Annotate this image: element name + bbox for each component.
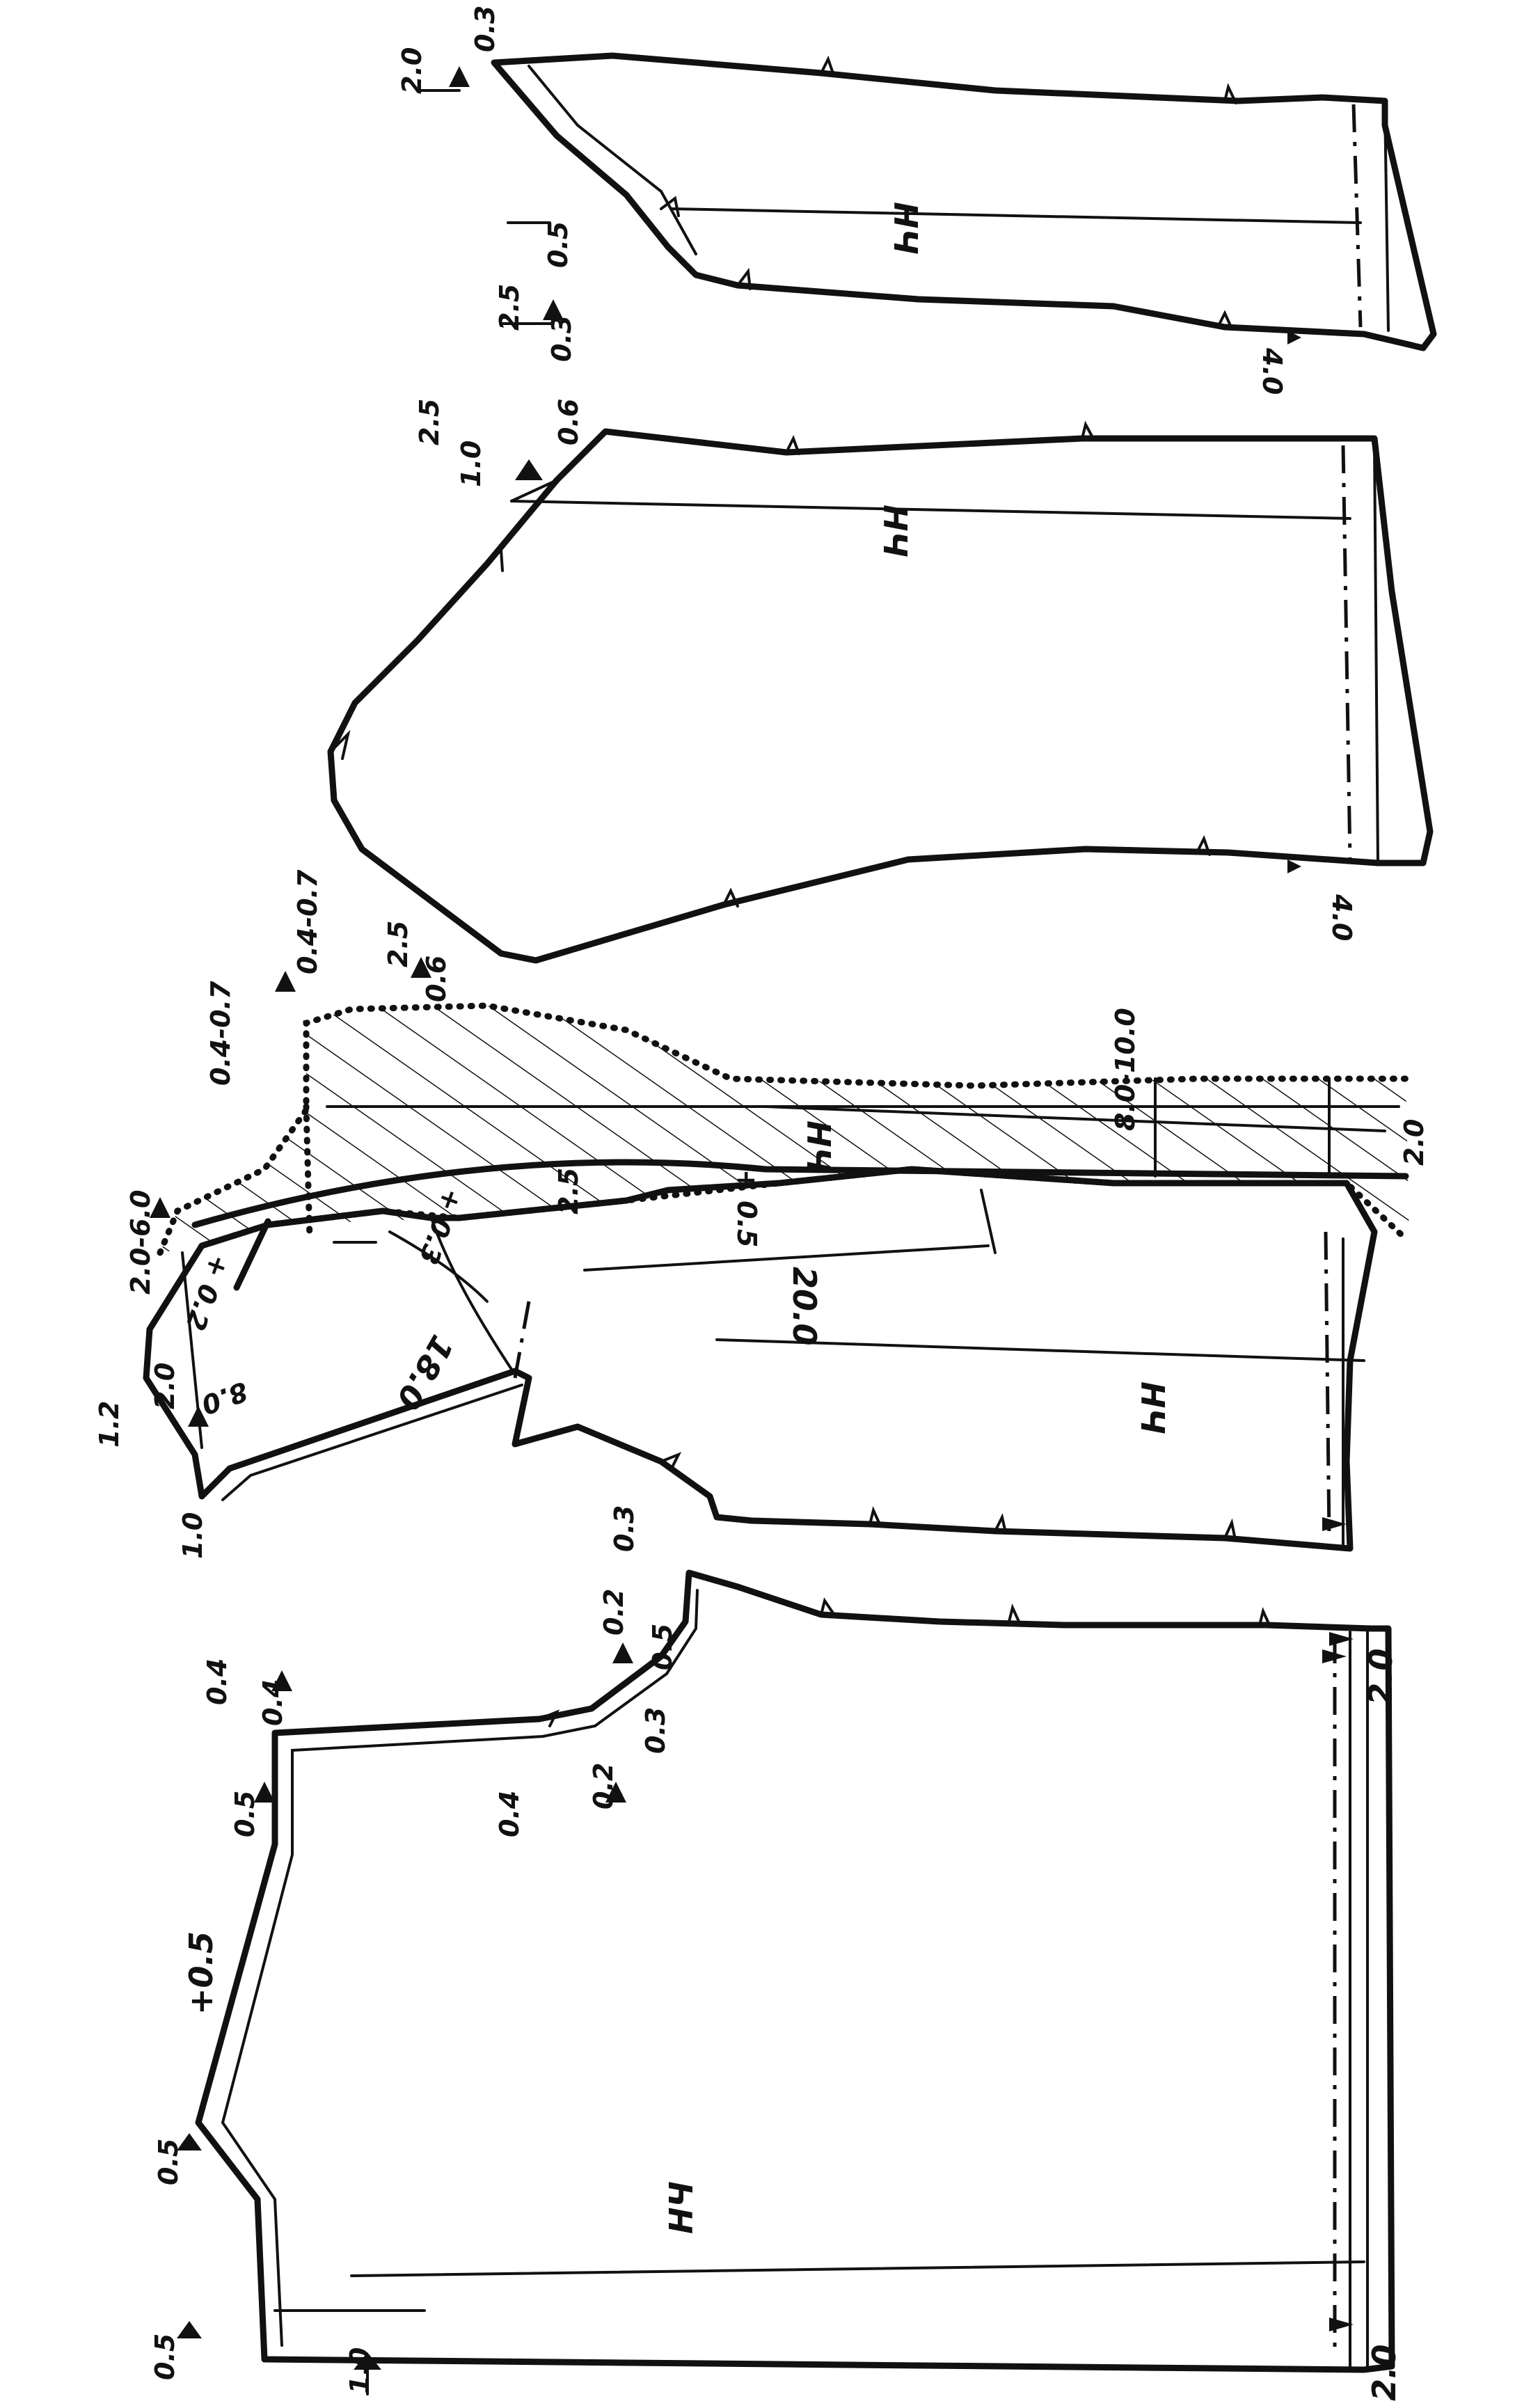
under-sleeve-piece [416,52,1437,351]
label-front-dim-20: 20.0 [786,1267,823,1346]
arrow-icon [1287,860,1301,873]
arrow-icon [605,1782,626,1803]
label-facing-width: 8.0-10.0 [1110,1008,1141,1131]
arrow-icon [188,1406,209,1427]
label-front-shoulder-a: 0.4 [202,1658,232,1705]
label-front-dim-18: 18.0 [389,1329,461,1416]
arrow-icon [543,299,564,320]
label-under-sleeve-b: 0.3 [470,6,500,52]
label-front-lapel-a: 1.2 [94,1401,125,1448]
arrow-icon [354,2352,381,2370]
label-back-armhole-a: 0.5 [230,1791,260,1837]
arrow-icon [1329,2318,1354,2331]
arrow-icon [515,459,543,480]
label-under-sleeve-a: 2.0 [397,47,427,94]
facing-piece [150,971,1409,1256]
arrow-icon [1322,1517,1347,1531]
back-piece [177,1569,1395,2395]
label-top-sleeve-a: 2.5 [414,399,445,445]
label-facing-top-a: 0.4-0.7 [205,981,236,1086]
label-under-sleeve-d: 2.5 [494,284,525,331]
label-under-sleeve-hem: 4.0 [1257,347,1287,395]
arrow-icon [275,971,296,992]
arrow-icon [1287,331,1301,344]
label-front-grain: НЧ [1134,1381,1171,1434]
label-top-sleeve-d: 0.6 [421,956,452,1002]
arrow-icon [1329,1632,1354,1646]
label-front-gorge: 2.0-6.0 [125,1190,156,1294]
label-top-sleeve-b: 0.6 [553,399,584,445]
label-front-dim-8: 8.0 [198,1376,252,1420]
label-back-armhole-b: 0.4 [494,1791,525,1837]
label-back-side-a: 0.2 [588,1763,619,1809]
label-top-sleeve-e: 1.0 [456,441,486,487]
label-back-hem-side: 1.0 [344,2347,375,2394]
arrow-icon [1322,1649,1347,1663]
arrow-icon [150,1197,170,1218]
arrow-icon [612,1642,633,1663]
arrow-icon [411,957,431,978]
label-back-bottom: 2.0 [1365,2345,1403,2402]
label-top-sleeve-c: 2.5 [383,921,413,967]
front-piece [143,1166,1378,1691]
label-front-shoulder-b: 0.4 [257,1679,288,1726]
arrow-icon [271,1670,292,1691]
label-front-side-a: 0.2 [598,1589,629,1635]
label-top-sleeve-hem: 4.0 [1326,894,1357,941]
label-front-pt3: + 0.5 [731,1169,762,1247]
labels: 0.5 0.5 +0.5 1.0 0.5 0.4 0.2 0.3 2.0 НЧ … [94,6,1429,2401]
arrow-icon [254,1782,275,1803]
label-under-sleeve-grain: НЧ [887,202,924,255]
arrow-icon [449,66,470,87]
label-top-sleeve-grain: НЧ [876,505,914,557]
label-back-side-b: 0.3 [640,1707,671,1754]
label-front-lapel-b: 2.0 [150,1363,180,1409]
label-facing-grain: НЧ [800,1120,837,1173]
label-back-shoulder: +0.5 [182,1931,220,2015]
label-front-side-b: 0.5 [647,1624,678,1670]
label-front-pt4: 2.5 [553,1168,584,1214]
label-under-sleeve-c: 0.5 [543,221,573,268]
label-front-armhole: 0.3 [609,1505,640,1552]
label-front-bottom: 2.0 [1362,1649,1399,1706]
arrow-icon [177,2321,202,2338]
label-under-sleeve-e: 0.3 [546,315,577,362]
label-back-neck-lo: 0.5 [150,2334,180,2380]
arrow-icon [177,2133,202,2150]
label-back-neck-hi: 0.5 [153,2139,184,2185]
label-back-grain: НЧ [663,2181,700,2234]
label-front-shoulder-c: 1.0 [177,1512,208,1559]
top-sleeve-piece [327,420,1434,978]
label-facing-bottom: 2.0 [1399,1119,1429,1166]
label-facing-top-b: 0.4-0.7 [292,869,323,974]
